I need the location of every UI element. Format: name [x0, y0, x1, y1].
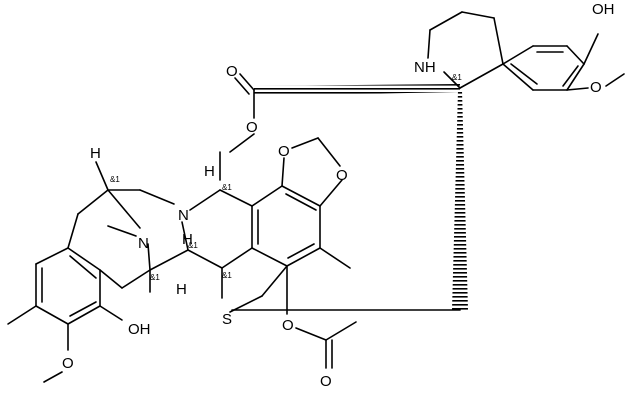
dioxole-oxygen-label-left: O [278, 143, 290, 160]
carbonyl-oxygen-label-top: O [226, 63, 238, 80]
stereo-label-c1: &1 [188, 241, 198, 250]
acetoxy-oxygen-label: O [282, 317, 294, 334]
amine-label: NH [414, 59, 436, 76]
hydrogen-label-c2: H [176, 281, 187, 298]
stereo-label-c-bottom: &1 [150, 273, 160, 282]
hydroxyl-label-bottom: OH [128, 321, 151, 338]
stereo-annotations: &1 &1 &1 &1 &1 &1 [110, 73, 462, 282]
bridge-nitrogen-label: N [138, 235, 149, 252]
sulfur-label: S [222, 311, 232, 328]
ester-oxygen-label: O [246, 119, 258, 136]
atom-labels: OH NH O O O O O H H N N H H S O O OH O [62, 1, 615, 390]
hydrogen-label-c1: H [182, 231, 193, 248]
stereo-label-c-ester: &1 [222, 183, 232, 192]
ring-nitrogen-label: N [178, 207, 189, 224]
bonds [7, 11, 625, 383]
hydrogen-label-mid: H [204, 163, 215, 180]
methoxy-oxygen-label-left: O [62, 355, 74, 372]
hydrogen-label-left: H [90, 145, 101, 162]
carbonyl-oxygen-label-bottom: O [320, 373, 332, 390]
stereo-label-bridgehead: &1 [110, 175, 120, 184]
methoxy-oxygen-label-right: O [590, 79, 602, 96]
hydroxyl-label-top: OH [592, 1, 615, 18]
dioxole-oxygen-label-right: O [336, 167, 348, 184]
stereo-label-spiro: &1 [452, 73, 462, 82]
stereo-label-c-thio: &1 [222, 271, 232, 280]
